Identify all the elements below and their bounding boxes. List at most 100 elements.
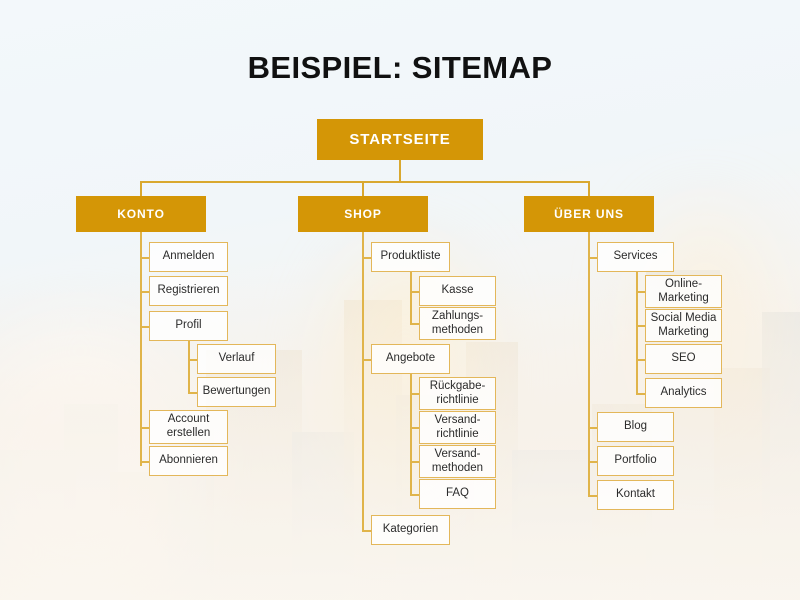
node-kontakt[interactable]: Kontakt	[597, 480, 674, 510]
node-label: Online- Marketing	[654, 278, 713, 305]
node-label: Anmelden	[162, 250, 215, 263]
connector-stub	[362, 530, 372, 532]
node-angebote[interactable]: Angebote	[371, 344, 450, 374]
node-label: Social Media Marketing	[647, 312, 721, 339]
node-label: FAQ	[445, 487, 469, 500]
connector-stub	[636, 359, 646, 361]
connector-stub	[188, 392, 198, 394]
node-label: Produktliste	[380, 250, 441, 263]
node-label: Verlauf	[218, 352, 255, 365]
node-label: Analytics	[660, 386, 707, 399]
node-analytics[interactable]: Analytics	[645, 378, 722, 408]
node-label-line1: Account	[167, 413, 210, 426]
connector-stub	[140, 427, 150, 429]
node-label: Rückgabe- richtlinie	[426, 380, 490, 407]
node-label-line2: richtlinie	[436, 393, 479, 406]
connector-stub	[410, 461, 420, 463]
node-versandmethoden[interactable]: Versand- methoden	[419, 445, 496, 478]
node-profil[interactable]: Profil	[149, 311, 228, 341]
node-label-line1: Versand-	[434, 413, 481, 426]
node-label: Profil	[175, 319, 202, 332]
connector-root-down	[399, 160, 401, 182]
page-title: BEISPIEL: SITEMAP	[247, 50, 553, 85]
connector-shop-trunk	[362, 232, 364, 530]
node-startseite[interactable]: STARTSEITE	[317, 119, 483, 160]
connector-stub	[636, 325, 646, 327]
node-blog[interactable]: Blog	[597, 412, 674, 442]
connector-profil-trunk	[188, 341, 190, 393]
node-label: Account erstellen	[163, 413, 214, 440]
connector-angebote-trunk	[410, 374, 412, 495]
node-portfolio[interactable]: Portfolio	[597, 446, 674, 476]
node-shop[interactable]: SHOP	[298, 196, 428, 232]
node-label-line1: Versand-	[434, 447, 481, 460]
connector-level2-bus	[141, 181, 589, 183]
connector-stub	[140, 326, 150, 328]
node-label-line2: erstellen	[166, 427, 211, 439]
connector-konto-trunk	[140, 232, 142, 466]
node-label: Bewertungen	[202, 385, 271, 398]
node-account-erstellen[interactable]: Account erstellen	[149, 410, 228, 444]
node-services[interactable]: Services	[597, 242, 674, 272]
node-label-line1: Rückgabe-	[429, 379, 486, 392]
node-anmelden[interactable]: Anmelden	[149, 242, 228, 272]
node-label-line1: Zahlungs-	[431, 309, 484, 322]
connector-stub	[410, 393, 420, 395]
connector-stub	[188, 359, 198, 361]
node-registrieren[interactable]: Registrieren	[149, 276, 228, 306]
connector-stub	[140, 257, 150, 259]
node-label: KONTO	[117, 206, 165, 221]
connector-stub	[362, 359, 372, 361]
node-produktliste[interactable]: Produktliste	[371, 242, 450, 272]
node-label-line2: richtlinie	[436, 427, 479, 440]
connector-stub	[140, 291, 150, 293]
node-label-line2: Marketing	[658, 325, 709, 338]
connector-stub	[410, 291, 420, 293]
node-label: Kasse	[441, 284, 474, 297]
node-label: Abonnieren	[159, 454, 218, 467]
node-label: Services	[613, 250, 658, 263]
node-kategorien[interactable]: Kategorien	[371, 515, 450, 545]
node-label: Angebote	[385, 352, 436, 365]
node-label: ÜBER UNS	[554, 206, 624, 221]
connector-stub	[588, 257, 598, 259]
connector-bus-to-konto	[140, 181, 142, 197]
connector-stub	[588, 495, 598, 497]
node-rueckgaberichtlinie[interactable]: Rückgabe- richtlinie	[419, 377, 496, 410]
node-label-line2: methoden	[431, 323, 484, 336]
connector-stub	[140, 461, 150, 463]
node-ueber-uns[interactable]: ÜBER UNS	[524, 196, 654, 232]
node-label: Versand- richtlinie	[430, 414, 484, 441]
node-online-marketing[interactable]: Online- Marketing	[645, 275, 722, 308]
connector-stub	[362, 257, 372, 259]
node-label: STARTSEITE	[349, 130, 451, 148]
connector-services-trunk	[636, 272, 638, 394]
node-label: Zahlungs- methoden	[428, 310, 487, 337]
connector-stub	[410, 323, 420, 325]
connector-bus-to-shop	[362, 181, 364, 197]
node-label-line2: methoden	[431, 461, 484, 474]
connector-stub	[410, 427, 420, 429]
connector-ueber-uns-trunk	[588, 232, 590, 495]
connector-stub	[636, 291, 646, 293]
node-kasse[interactable]: Kasse	[419, 276, 496, 306]
node-konto[interactable]: KONTO	[76, 196, 206, 232]
node-bewertungen[interactable]: Bewertungen	[197, 377, 276, 407]
node-seo[interactable]: SEO	[645, 344, 722, 374]
node-faq[interactable]: FAQ	[419, 479, 496, 509]
node-label: Blog	[623, 420, 648, 433]
node-label: Versand- methoden	[428, 448, 487, 475]
node-abonnieren[interactable]: Abonnieren	[149, 446, 228, 476]
node-social-media-marketing[interactable]: Social Media Marketing	[645, 309, 722, 342]
node-label: SEO	[671, 352, 696, 365]
node-versandrichtlinie[interactable]: Versand- richtlinie	[419, 411, 496, 444]
connector-stub	[588, 461, 598, 463]
connector-stub	[636, 393, 646, 395]
node-label-line1: Social Media	[650, 311, 717, 324]
node-zahlungsmethoden[interactable]: Zahlungs- methoden	[419, 307, 496, 340]
node-verlauf[interactable]: Verlauf	[197, 344, 276, 374]
connector-bus-to-ueber-uns	[588, 181, 590, 197]
node-label: Registrieren	[157, 284, 220, 297]
connector-stub	[410, 494, 420, 496]
